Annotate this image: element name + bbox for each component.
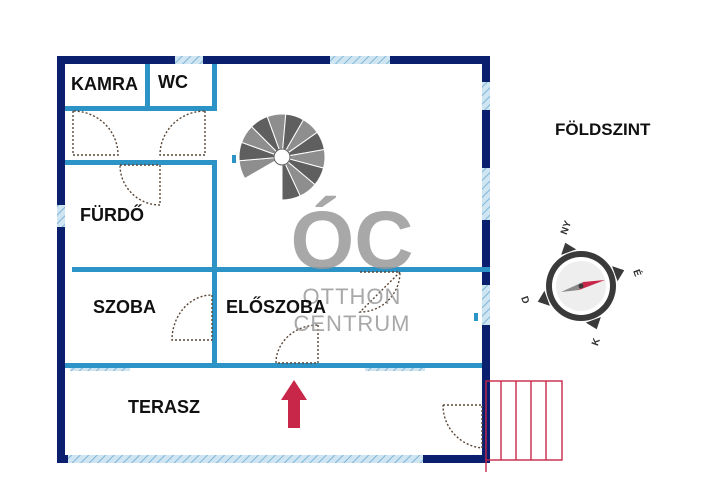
door-szoba [171, 294, 213, 341]
door-kamra [72, 110, 119, 156]
compass-label-south: K [590, 336, 603, 347]
window [482, 285, 490, 325]
room-label-eloszoba: ELŐSZOBA [226, 296, 326, 317]
stair-tread [238, 157, 276, 180]
door-terrace [442, 404, 483, 449]
spiral-staircase-icon [238, 113, 326, 201]
door-inner [358, 271, 402, 313]
compass-icon: NY É K D [518, 219, 645, 347]
window [330, 56, 390, 64]
window [175, 56, 203, 64]
door-swings [72, 110, 483, 449]
door-eloszoba [275, 324, 319, 364]
room-label-wc: WC [158, 72, 188, 92]
watermark: ÓC OTTHON CENTRUM [291, 195, 414, 336]
compass-label-north: NY [559, 219, 574, 236]
door-furdo [119, 164, 161, 206]
compass-label-west: D [518, 295, 531, 306]
watermark-line2: CENTRUM [294, 311, 411, 336]
room-label-kamra: KAMRA [71, 74, 138, 94]
window [482, 168, 490, 220]
entrance-arrow-icon [281, 380, 307, 428]
room-label-furdo: FÜRDŐ [80, 204, 144, 225]
watermark-line1: OTTHON [303, 284, 402, 309]
stair-post [273, 148, 291, 166]
door-wc [159, 110, 206, 156]
inner-walls [65, 64, 490, 368]
window [57, 205, 65, 227]
compass-label-east: É [630, 267, 645, 278]
floor-title: FÖLDSZINT [555, 120, 651, 139]
room-label-szoba: SZOBA [93, 297, 156, 317]
room-label-terasz: TERASZ [128, 397, 200, 417]
window [482, 82, 490, 110]
window [68, 455, 423, 463]
watermark-monogram: ÓC [291, 195, 414, 286]
exterior-steps [485, 380, 563, 472]
